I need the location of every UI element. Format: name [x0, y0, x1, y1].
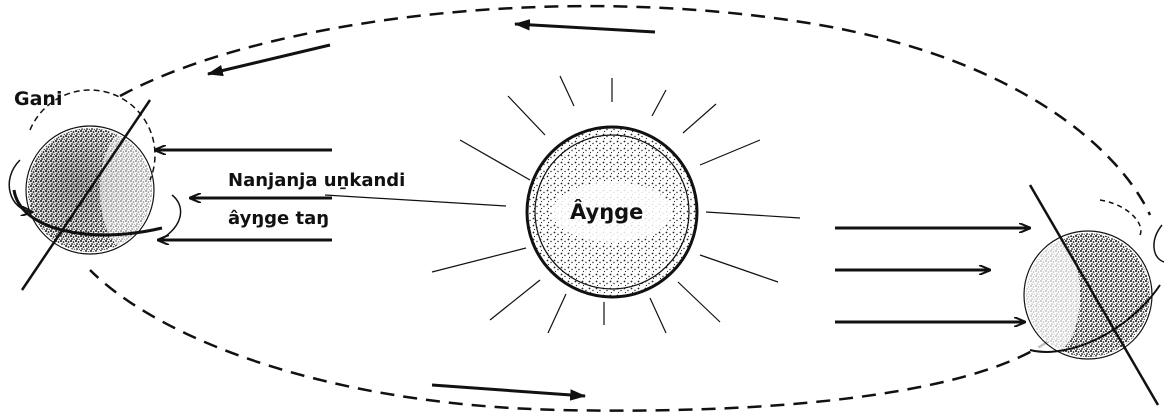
orbit-arrow-top-left — [208, 45, 330, 74]
sunlight-arrows-right — [835, 228, 1030, 322]
sun-label: Âyŋge — [570, 200, 643, 224]
orbit-arrow-bottom — [432, 385, 585, 396]
earth-globe-icon-left — [9, 90, 180, 290]
sunlight-label-line2: âyŋge taŋ — [228, 208, 329, 229]
sunlight-label-line1: Nanjanja uṉkandi — [228, 170, 405, 191]
orbit-arrow-top-right — [515, 24, 655, 32]
earth-label: Gani — [14, 88, 62, 110]
earth-globe-icon-right — [1020, 185, 1164, 405]
